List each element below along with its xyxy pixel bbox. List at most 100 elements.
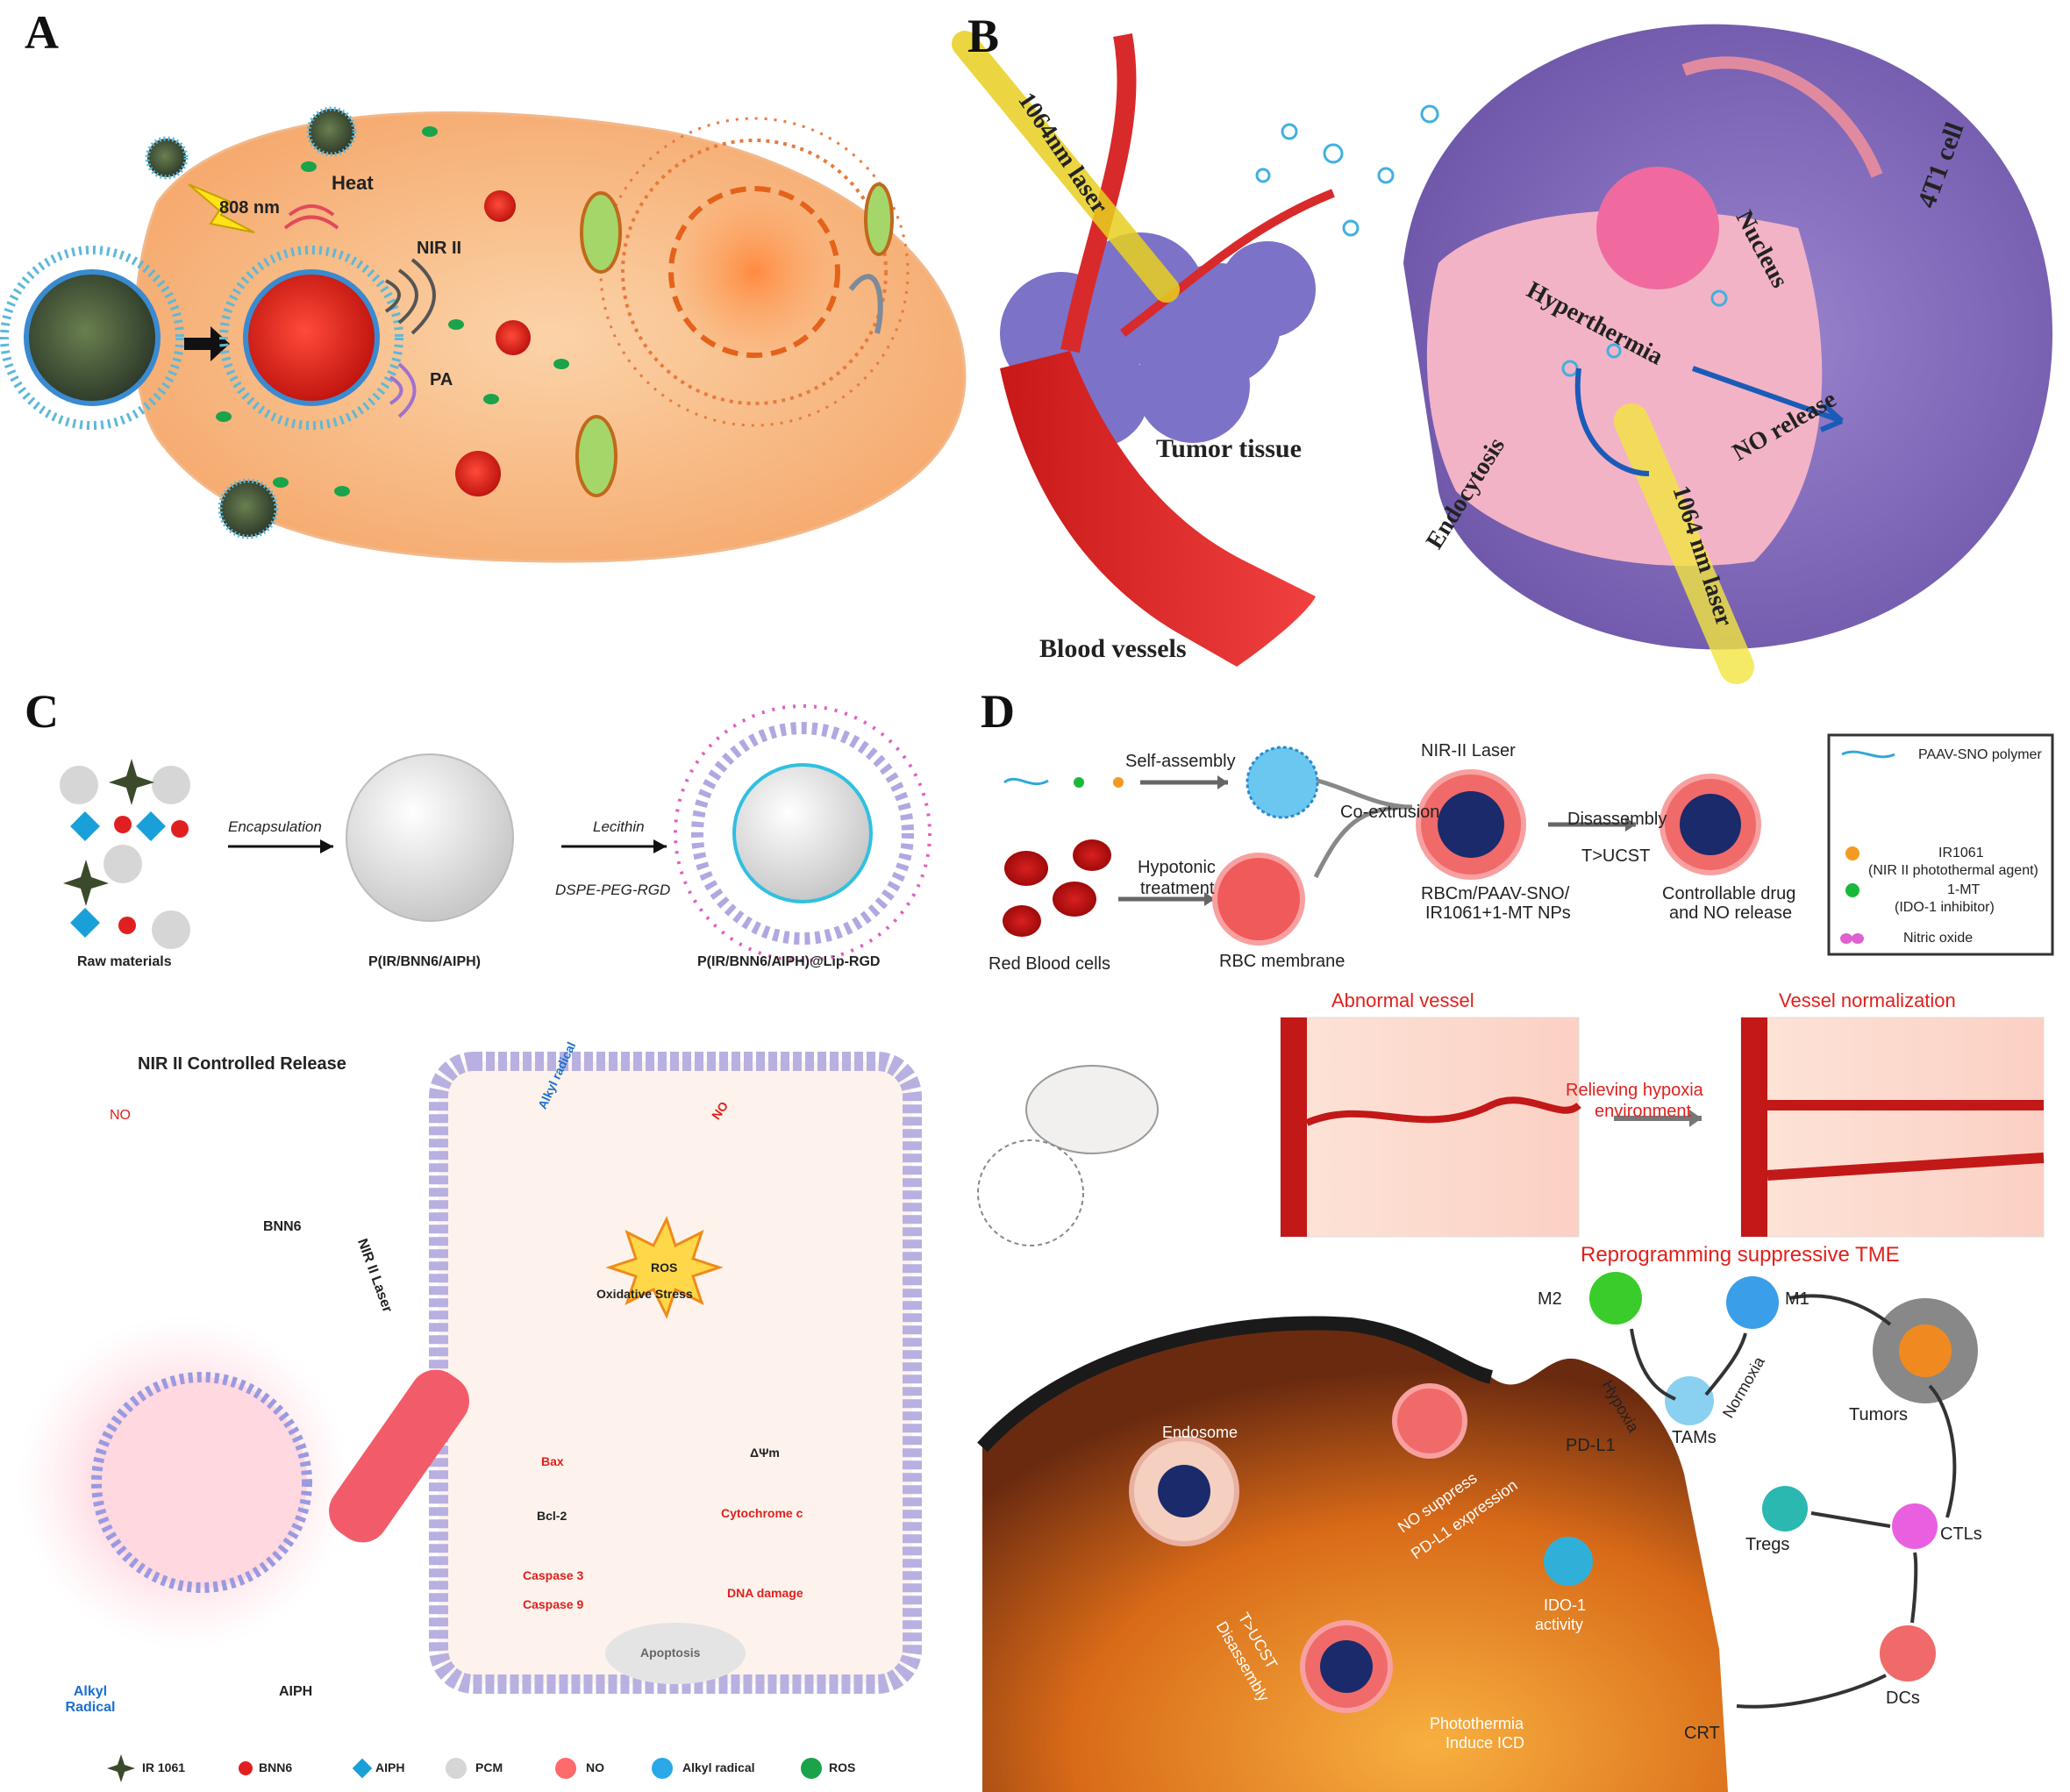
ctls-label: CTLs xyxy=(1940,1524,1982,1544)
mouse xyxy=(1025,1065,1159,1154)
red-blood-cells-label: Red Blood cells xyxy=(989,954,1110,974)
abnormal-vessel-box xyxy=(1280,1017,1580,1238)
laser-808-label: 808 nm xyxy=(219,198,280,218)
crt-label: CRT xyxy=(1684,1724,1720,1743)
nir-ii-laser-label: NIR-II Laser xyxy=(1421,741,1516,760)
legend-pcm: PCM xyxy=(475,1760,503,1774)
m2-cell xyxy=(1589,1272,1642,1324)
tumors-label: Tumors xyxy=(1849,1405,1909,1424)
legend-1mt: 1-MT xyxy=(1947,882,1981,897)
blood-vessel xyxy=(1000,351,1316,667)
legend-box xyxy=(1827,733,2054,956)
transform-arrow xyxy=(184,326,230,361)
panel-label-a: A xyxy=(25,6,59,59)
raw-materials-label: Raw materials xyxy=(77,954,172,969)
dcs-cell xyxy=(1880,1625,1936,1681)
relieving-label-2: environment xyxy=(1595,1102,1692,1121)
controllable-label-2: and NO release xyxy=(1669,903,1793,923)
panel-b-illustration xyxy=(952,24,2052,684)
legend-ros: ROS xyxy=(829,1760,856,1774)
panel-a-illustration xyxy=(0,106,967,563)
bcl2-label: Bcl-2 xyxy=(537,1509,567,1523)
m1-label: M1 xyxy=(1785,1289,1809,1309)
tregs-label: Tregs xyxy=(1745,1535,1790,1554)
disassembly-label: Disassembly xyxy=(1567,810,1667,829)
pd-l1-label: PD-L1 xyxy=(1566,1436,1616,1455)
legend-nitric-oxide: Nitric oxide xyxy=(1903,931,1974,946)
liposome xyxy=(691,722,914,945)
pa-label: PA xyxy=(430,370,453,389)
ros-star xyxy=(605,1216,724,1319)
rbc-membrane-label: RBC membrane xyxy=(1219,952,1346,971)
legend-1mt-sub: (IDO-1 inhibitor) xyxy=(1895,900,1995,915)
dcs-label: DCs xyxy=(1886,1688,1920,1708)
tumor-tissue xyxy=(1000,232,1316,447)
cytochrome-c-label: Cytochrome c xyxy=(721,1506,803,1520)
ido1-activity-label: activity xyxy=(1535,1616,1584,1633)
self-assembly-label: Self-assembly xyxy=(1125,752,1236,771)
nir-ii-label: NIR II xyxy=(417,239,462,258)
ctls-cell xyxy=(1892,1503,1938,1549)
legend-no: NO xyxy=(586,1760,604,1774)
m1-cell xyxy=(1726,1276,1779,1329)
pa-waves-icon xyxy=(389,362,417,418)
panel-a: A Heat 808 nm NIR II PA xyxy=(0,0,967,667)
nps-label-1: RBCm/PAAV-SNO/ xyxy=(1421,884,1570,903)
legend-polymer: PAAV-SNO polymer xyxy=(1918,747,2042,762)
panel-c-illustration xyxy=(18,704,932,1782)
laser-bolt-icon xyxy=(188,183,255,233)
rbc-membrane xyxy=(1212,853,1305,946)
no-label: NO xyxy=(110,1108,131,1123)
nanoparticle-input xyxy=(0,246,184,430)
p2-label: P(IR/BNN6/AIPH)@Lip-RGD xyxy=(697,954,881,969)
bnn6-label: BNN6 xyxy=(263,1219,302,1234)
legend-ir1061: IR 1061 xyxy=(142,1760,186,1774)
laser-tube xyxy=(329,1369,469,1543)
small-nanoparticles xyxy=(145,106,531,539)
nucleus-b xyxy=(1596,167,1719,289)
vessel-normalization-label: Vessel normalization xyxy=(1779,989,1956,1011)
laser-beam-2 xyxy=(1614,403,1754,684)
panel-label-d: D xyxy=(981,685,1015,738)
immune-cells xyxy=(1544,1272,1978,1681)
ido1-label: IDO-1 xyxy=(1544,1596,1587,1614)
cell-membrane-box xyxy=(429,1052,922,1694)
p1-label: P(IR/BNN6/AIPH) xyxy=(368,954,482,969)
apoptosis-cloud xyxy=(605,1623,746,1684)
dna-damage-label: DNA damage xyxy=(727,1586,803,1600)
heat-waves-icon xyxy=(283,204,339,230)
legend-bnn6: BNN6 xyxy=(259,1760,293,1774)
tregs-cell xyxy=(1762,1486,1808,1531)
abnormal-vessel-label: Abnormal vessel xyxy=(1331,989,1474,1011)
micelle xyxy=(1246,746,1319,819)
panel-d-illustration xyxy=(977,733,2054,1792)
green-dots xyxy=(216,126,569,496)
red-blood-cells xyxy=(1003,839,1111,937)
panel-c: C Encapsulation Lecithin DSPE-PEG-RGD Ra… xyxy=(0,684,965,1792)
panel-b: B 1064nm laser Tumor tissue Blood vessel… xyxy=(952,0,2070,684)
legend-icons xyxy=(107,1754,822,1782)
alkyl-radical-label: Alkyl Radical xyxy=(65,1684,116,1715)
legend-alkyl: Alkyl radical xyxy=(682,1760,755,1774)
dspe-label: DSPE-PEG-RGD xyxy=(555,882,671,898)
caspase9-label: Caspase 9 xyxy=(523,1597,584,1611)
panel-label-c: C xyxy=(25,685,59,738)
induce-icd-label: Induce ICD xyxy=(1445,1734,1525,1752)
mitochondria xyxy=(575,182,894,497)
ros-label: ROS xyxy=(651,1260,678,1274)
dpsi-label: ΔΨm xyxy=(750,1446,780,1460)
heat-label: Heat xyxy=(332,172,374,194)
laser-beam-1 xyxy=(952,31,1180,303)
photothermia-label: Photothermia xyxy=(1430,1715,1524,1732)
raw-materials xyxy=(60,759,190,949)
encapsulation-label: Encapsulation xyxy=(228,818,322,835)
hypotonic-label: Hypotonic xyxy=(1138,858,1216,877)
caspase3-label: Caspase 3 xyxy=(523,1568,584,1582)
m2-label: M2 xyxy=(1538,1289,1562,1309)
co-extrusion-label: Co-extrusion xyxy=(1340,803,1440,822)
nucleus xyxy=(671,189,838,355)
tumor-tissue-label: Tumor tissue xyxy=(1156,434,1302,463)
nanoparticle-activated xyxy=(243,269,380,406)
nir-waves-icon xyxy=(384,258,436,335)
lecithin-label: Lecithin xyxy=(593,818,645,835)
